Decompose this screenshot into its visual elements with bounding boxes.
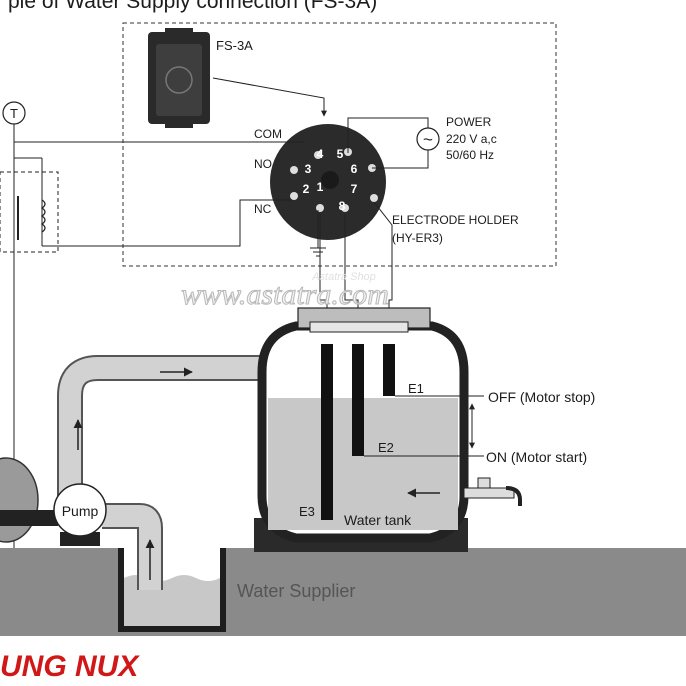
on-level-label: ON (Motor start) (486, 449, 587, 465)
relay-pin-number-5: 5 (337, 147, 344, 161)
com-label: COM (254, 127, 282, 141)
watermark-small: Astatra Shop (311, 271, 376, 283)
electrode-e3-label: E3 (299, 504, 315, 519)
relay-pin-number-7: 7 (351, 182, 358, 196)
relay-pin-3 (290, 166, 298, 174)
ac-source-symbol (416, 127, 440, 151)
relay-pin-number-6: 6 (351, 162, 358, 176)
relay-pin-number-3: 3 (305, 162, 312, 176)
transformer-label: T (10, 106, 18, 121)
no-label: NO (254, 157, 272, 171)
nc-label: NC (254, 202, 272, 216)
nc-wire (42, 199, 292, 247)
motor (0, 457, 58, 543)
power-title: POWER (446, 115, 492, 129)
contactor-coil (40, 199, 46, 233)
pump-body (53, 483, 107, 537)
watermark-large: www.astatra.com (181, 278, 389, 311)
ac-source-glyph: ~ (423, 130, 433, 149)
ground-surface (0, 548, 686, 636)
ground-symbol (310, 210, 326, 257)
relay-pin-1 (316, 204, 324, 212)
pump-label: Pump (62, 503, 99, 519)
diagram-title: ple of Water Supply connection (FS-3A) (8, 0, 377, 13)
relay-pin-number-8: 8 (339, 199, 346, 213)
power-wire-b (372, 150, 429, 169)
relay-pin-8 (341, 204, 349, 212)
supply-pipe (59, 357, 282, 500)
faucet (463, 477, 522, 506)
relay-pin-number-1: 1 (317, 180, 324, 194)
water-tank-label: Water tank (344, 512, 412, 528)
water-supplier-label: Water Supplier (237, 581, 355, 601)
electrode-holder-label: ELECTRODE HOLDER (392, 213, 519, 227)
relay-socket-key (321, 171, 339, 189)
electrode-e2-label: E2 (378, 440, 394, 455)
footer (0, 640, 686, 686)
relay-pin-7 (370, 194, 378, 202)
pipe-outline (57, 355, 282, 500)
electrode-e3 (321, 344, 333, 520)
electrode-e2 (352, 344, 364, 456)
electrode-holder-model: (HY-ER3) (392, 231, 443, 245)
electrode-e1-label: E1 (408, 381, 424, 396)
relay-pointer-arrow (212, 77, 327, 117)
power-frequency: 50/60 Hz (446, 148, 494, 162)
intake-pipe (102, 505, 161, 590)
water-tank (254, 307, 469, 552)
relay-pin-number-2: 2 (303, 182, 310, 196)
power-voltage: 220 V a,c (446, 132, 497, 146)
relay-pin-number-4: 4 (317, 147, 324, 161)
electrode-e1 (383, 344, 395, 396)
relay-enclosure (122, 22, 557, 267)
pump-base (60, 532, 100, 546)
power-wire-a (347, 117, 429, 153)
contactor-box (0, 171, 59, 253)
off-level-label: OFF (Motor stop) (488, 389, 595, 405)
relay-pin-2 (290, 192, 298, 200)
relay-module-image (148, 28, 210, 128)
brand-logo: UNG NUX (0, 650, 140, 683)
relay-model-label: FS-3A (216, 38, 253, 53)
relay-pin-4 (314, 151, 322, 159)
